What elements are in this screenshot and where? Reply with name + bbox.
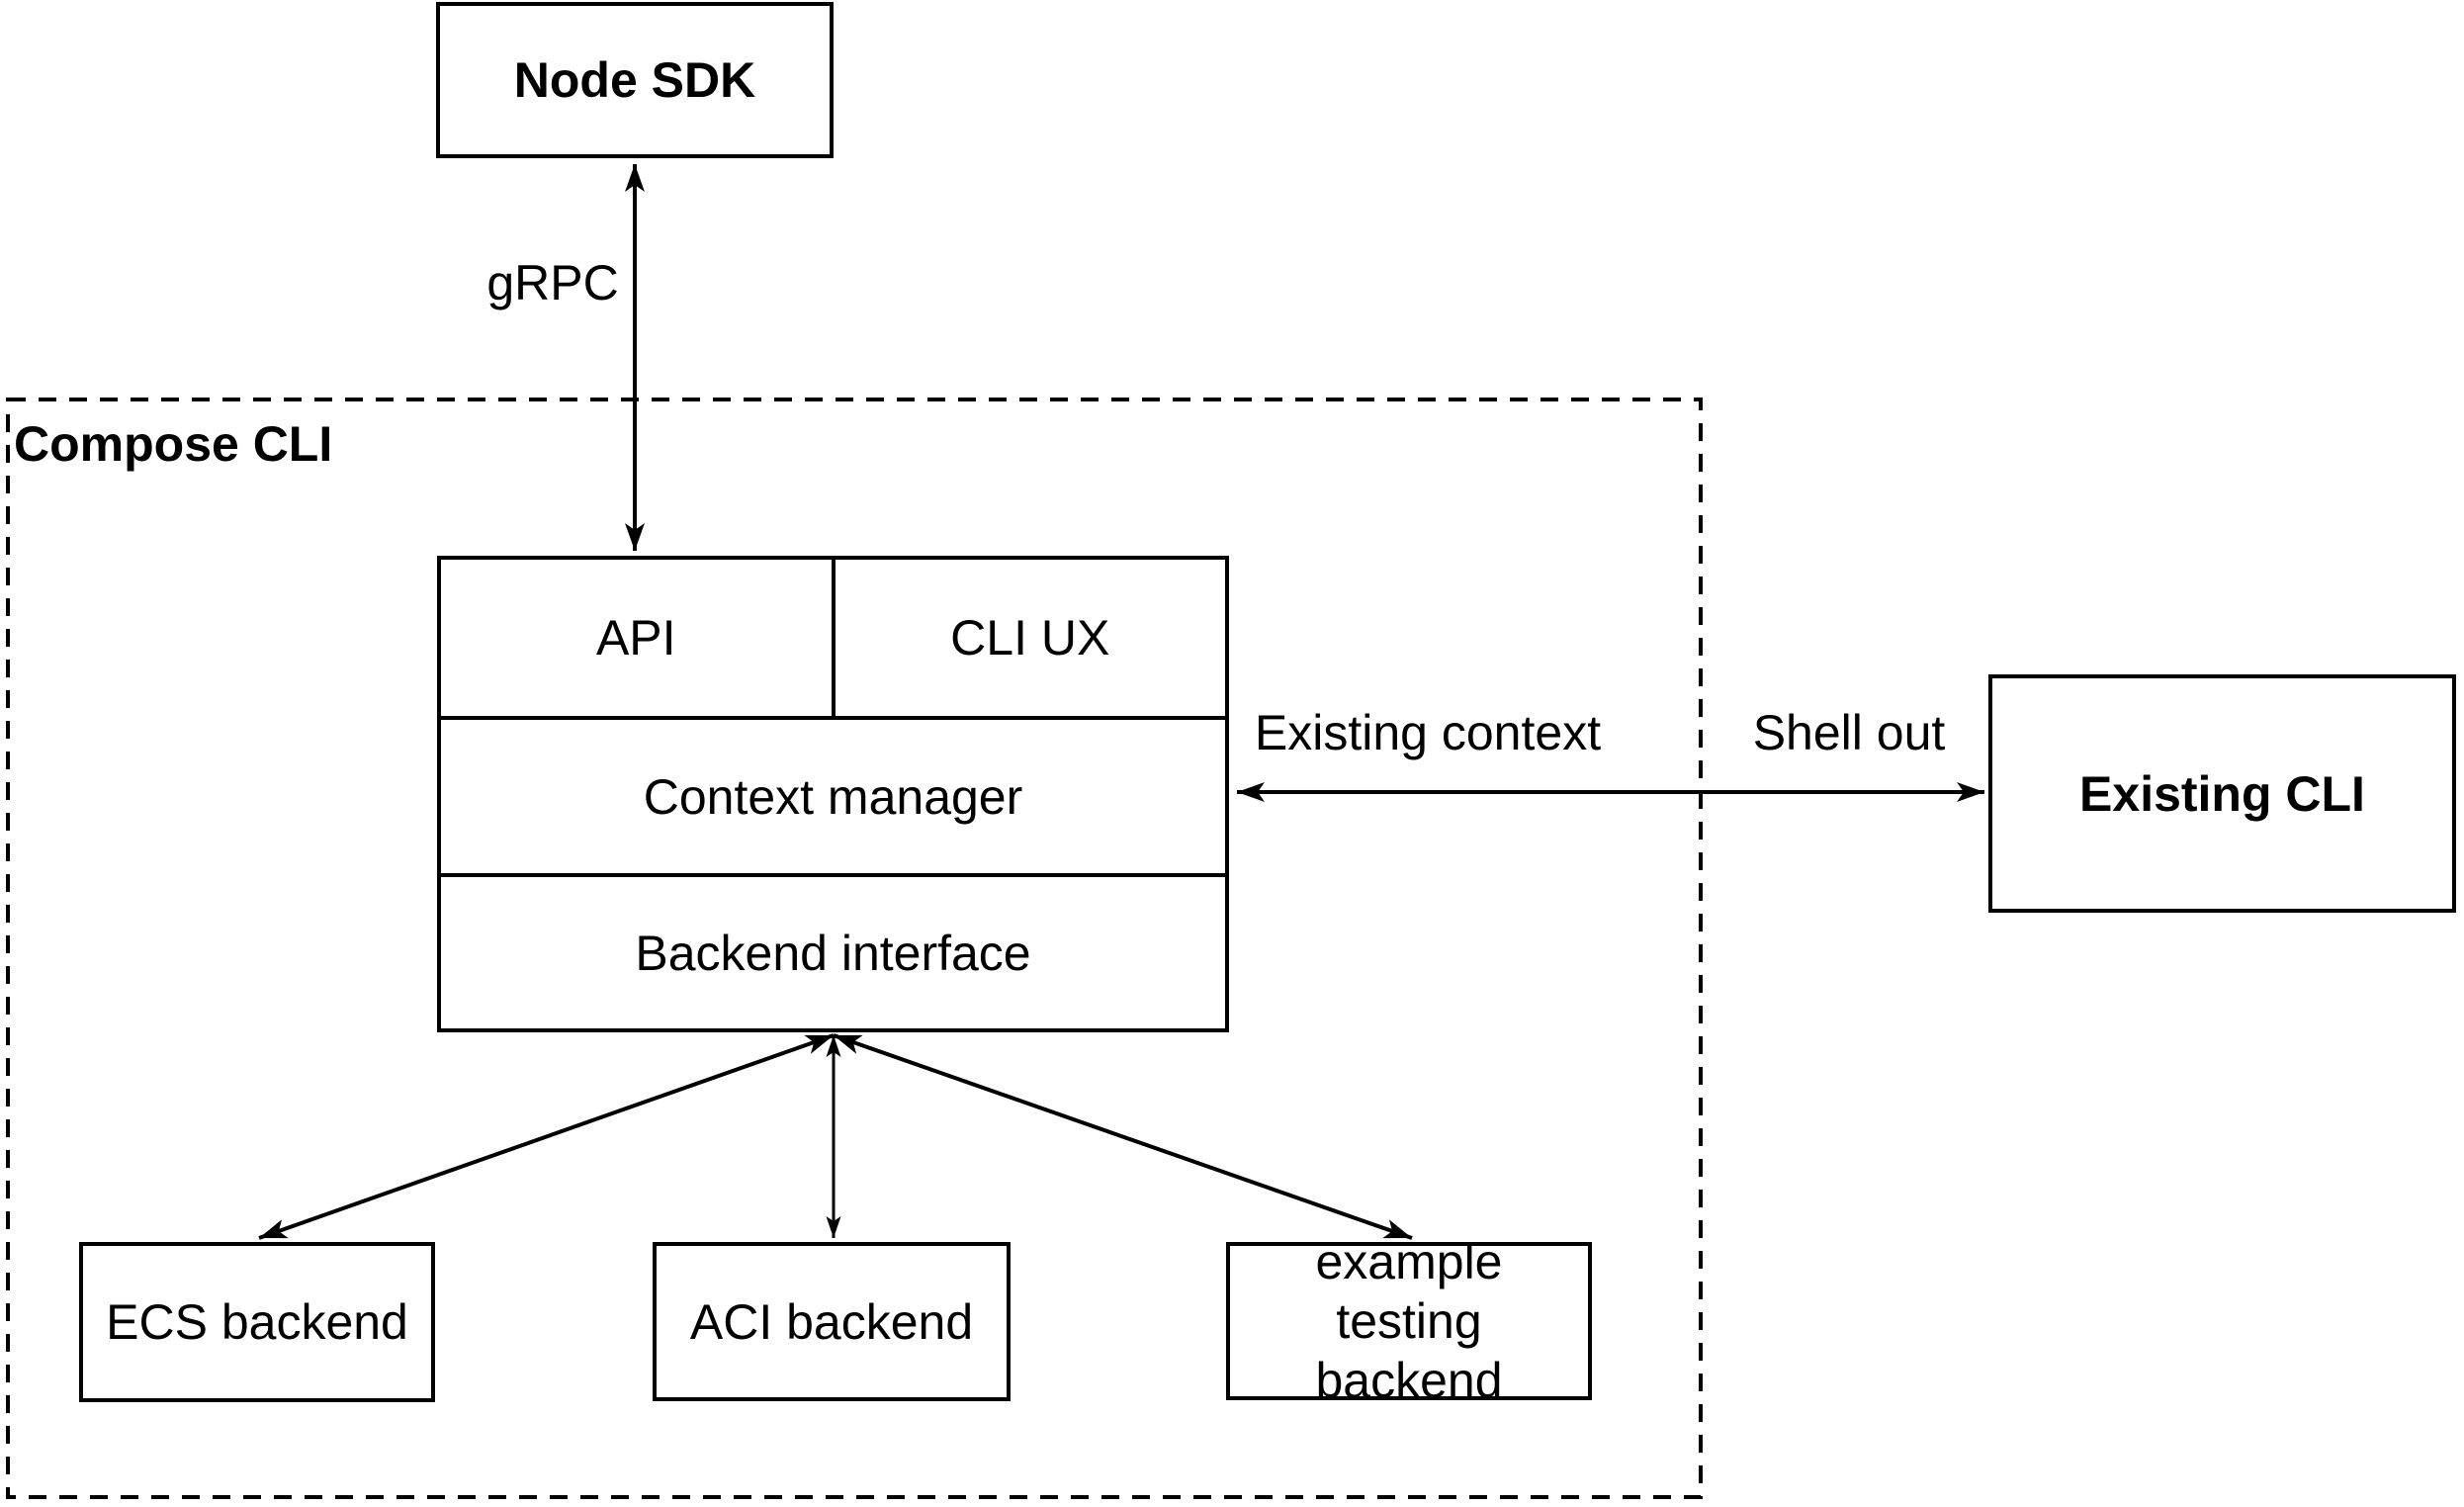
existing-context-edge-label: Existing context (1250, 704, 1606, 761)
existing-cli-label: Existing CLI (2079, 765, 2365, 822)
aci-backend-label: ACI backend (689, 1293, 974, 1350)
example-testing-backend-box: example testing backend (1226, 1234, 1592, 1408)
ecs-backend-arrow (258, 1033, 835, 1240)
api-box: API (441, 560, 836, 716)
context-manager-box: Context manager (441, 720, 1225, 877)
ecs-backend-label: ECS backend (106, 1294, 408, 1350)
compose-cli-stack: API CLI UX Context manager Backend inter… (437, 556, 1229, 1032)
cli-ux-box: CLI UX (836, 560, 1226, 716)
shell-out-edge-label: Shell out (1748, 704, 1950, 761)
example-testing-backend-arrow (833, 1033, 1413, 1240)
ecs-backend-box: ECS backend (79, 1242, 435, 1402)
node-sdk-box: Node SDK (436, 2, 834, 158)
existing-cli-box: Existing CLI (1988, 674, 2456, 913)
node-sdk-label: Node SDK (513, 52, 756, 108)
compose-cli-group-label: Compose CLI (14, 416, 333, 472)
api-label: API (595, 610, 676, 665)
context-manager-label: Context manager (643, 768, 1023, 825)
example-testing-backend-label: example testing backend (1315, 1234, 1503, 1408)
backend-interface-box: Backend interface (441, 877, 1225, 1028)
aci-backend-box: ACI backend (653, 1242, 1011, 1401)
cli-ux-label: CLI UX (950, 610, 1110, 665)
grpc-edge-label: gRPC (483, 254, 623, 311)
stack-top-row: API CLI UX (441, 560, 1225, 720)
backend-interface-label: Backend interface (635, 925, 1031, 981)
